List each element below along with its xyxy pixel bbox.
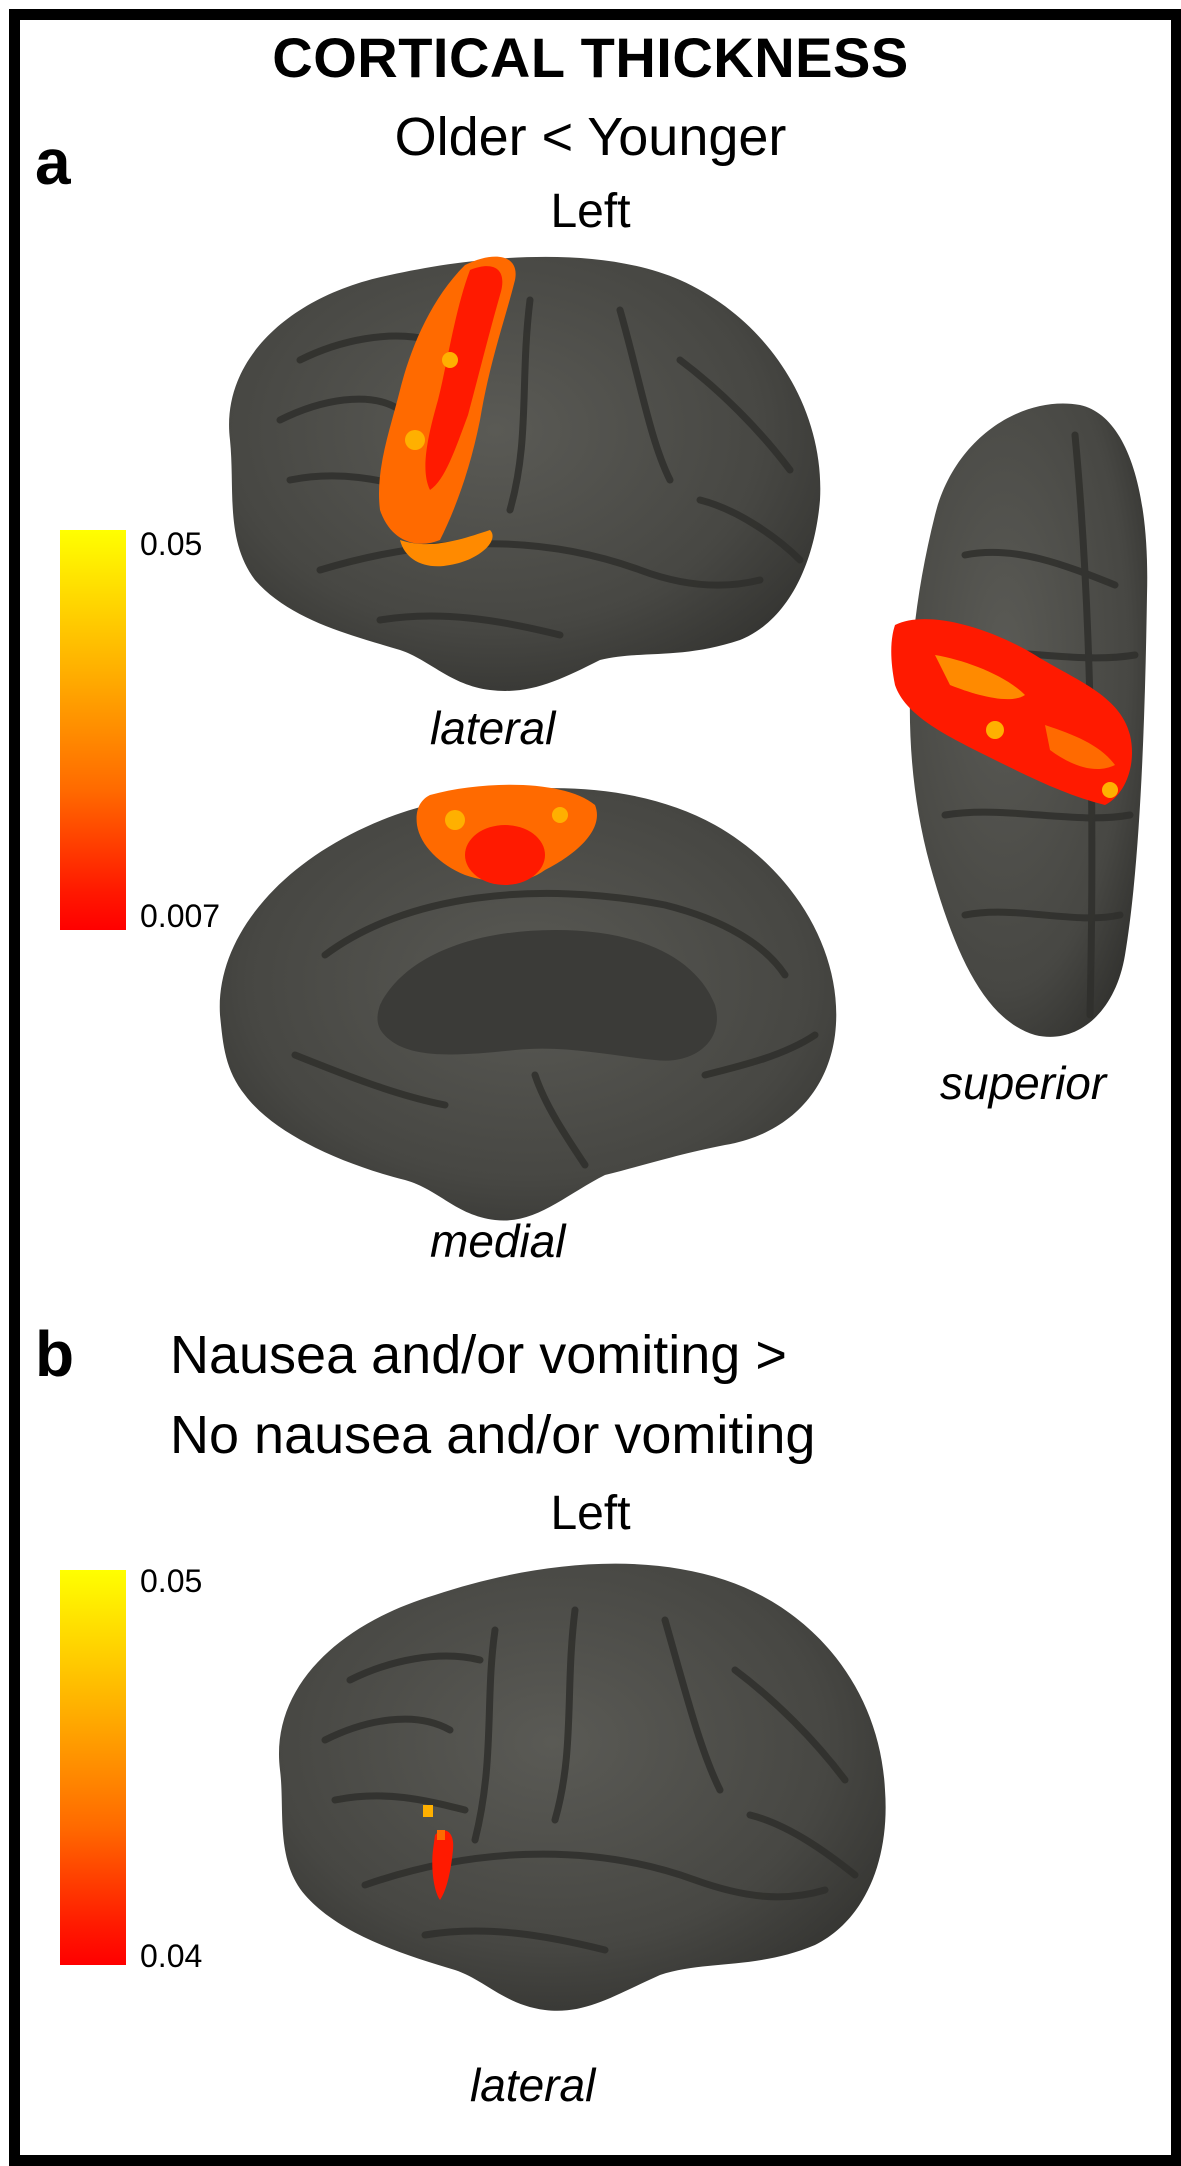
corpus-callosum: [377, 930, 717, 1061]
panel-a-colorbar-max-label: 0.05: [140, 526, 203, 562]
panel-a-letter: a: [35, 126, 71, 198]
panel-a-lateral-brain: [229, 256, 821, 691]
superior-significant-cluster: [891, 619, 1133, 805]
panel-a-medial-brain: [219, 784, 837, 1221]
panel-a-colorbar-min-label: 0.007: [140, 898, 221, 934]
panel-b-letter: b: [35, 1318, 75, 1390]
panel-b-hemisphere-label: Left: [550, 1487, 631, 1540]
panel-a-medial-label: medial: [430, 1215, 566, 1267]
b-lateral-significant-cluster: [423, 1805, 454, 1900]
medial-significant-cluster: [416, 784, 597, 885]
panel-a-superior-label: superior: [940, 1057, 1107, 1109]
panel-b-contrast-line2: No nausea and/or vomiting: [170, 1405, 816, 1465]
panel-a-superior-brain: [891, 403, 1148, 1037]
panel-a-hemisphere-label: Left: [550, 185, 631, 238]
panel-b-colorbar: [60, 1570, 126, 1965]
lateral-significant-cluster: [379, 256, 516, 567]
panel-b-colorbar-max-label: 0.05: [140, 1563, 203, 1599]
panel-b-colorbar-min-label: 0.04: [140, 1938, 203, 1974]
panel-a-lateral-label: lateral: [430, 702, 556, 754]
panel-b-contrast-line1: Nausea and/or vomiting >: [170, 1325, 787, 1385]
figure-title: CORTICAL THICKNESS: [272, 26, 909, 89]
b-lateral-cortex-surface: [278, 1563, 886, 2011]
panel-b-lateral-label: lateral: [470, 2059, 596, 2111]
panel-a-contrast: Older < Younger: [394, 107, 787, 167]
panel-b-lateral-brain: [278, 1563, 886, 2011]
panel-a-colorbar: [60, 530, 126, 930]
